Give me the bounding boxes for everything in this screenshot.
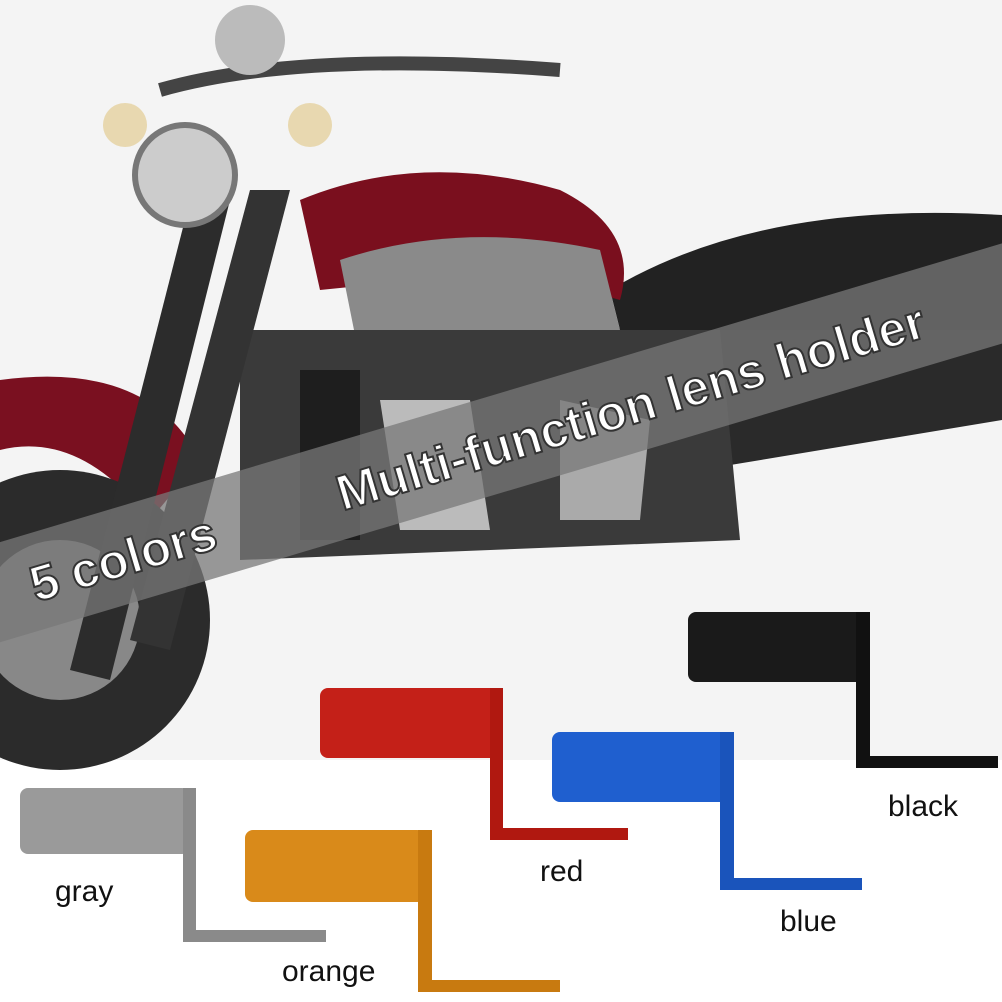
label-gray: gray (55, 875, 114, 908)
label-red: red (540, 855, 584, 888)
holder-gray (20, 788, 326, 942)
holder-black (688, 612, 998, 768)
label-blue: blue (780, 905, 837, 938)
label-black: black (888, 790, 959, 823)
label-orange: orange (282, 955, 376, 988)
holder-blue (552, 732, 862, 890)
holder-red (320, 688, 628, 840)
holder-orange (245, 830, 560, 992)
